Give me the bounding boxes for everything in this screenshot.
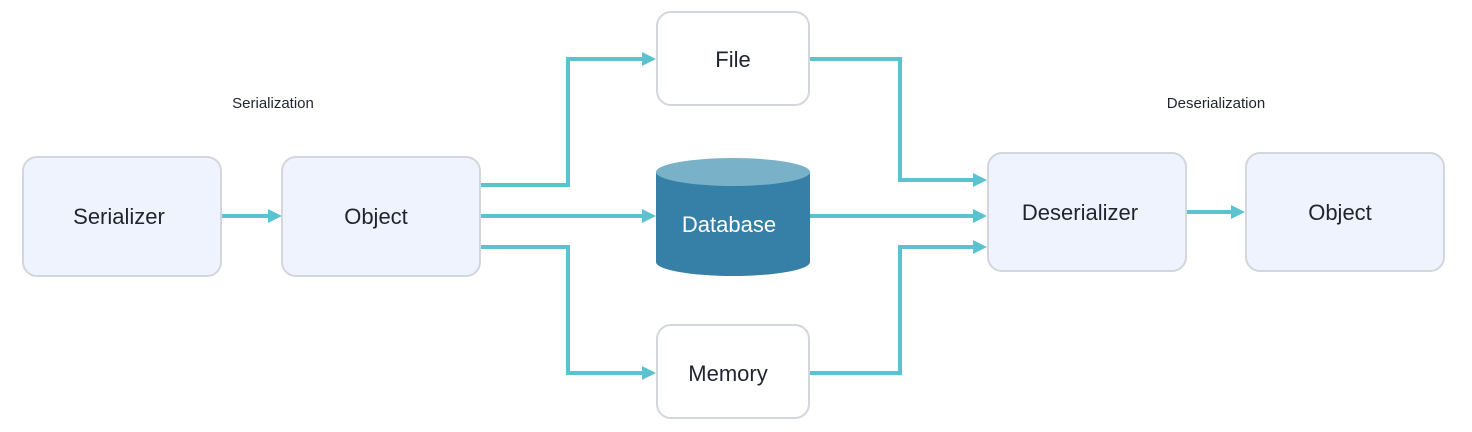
database-cylinder-body: [656, 172, 810, 276]
edge-file-to-deserializer: [810, 57, 973, 182]
arrowhead: [642, 209, 656, 223]
database-cylinder-top: [656, 158, 810, 186]
object-node-left: Object: [281, 156, 481, 277]
object-label-left: Object: [344, 204, 408, 229]
memory-label: Memory: [688, 361, 767, 386]
file-node: File: [656, 11, 810, 106]
edge-memory-to-deserializer: [810, 245, 973, 375]
serializer-label: Serializer: [73, 204, 165, 229]
edge-object-to-memory: [481, 245, 642, 375]
arrowhead: [642, 52, 656, 66]
object-node-right: Object: [1245, 152, 1445, 272]
edges: [222, 52, 1245, 380]
deserialization-label: Deserialization: [1167, 95, 1265, 112]
file-box: [656, 11, 810, 106]
edge-object-to-file: [481, 57, 642, 187]
serializer-node: Serializer: [22, 156, 222, 277]
deserializer-node: Deserializer: [987, 152, 1187, 272]
memory-node: Memory: [656, 324, 810, 419]
arrowhead: [973, 240, 987, 254]
object-box-right: [1245, 152, 1445, 272]
database-label: Database: [682, 212, 776, 237]
serializer-box: [22, 156, 222, 277]
arrowhead: [1231, 205, 1245, 219]
database-node: Database: [656, 158, 810, 276]
arrowhead: [642, 366, 656, 380]
serialization-label: Serialization: [232, 95, 314, 112]
memory-box: [656, 324, 810, 419]
object-label-right: Object: [1308, 200, 1372, 225]
object-box-left: [281, 156, 481, 277]
arrowhead: [973, 209, 987, 223]
deserializer-box: [987, 152, 1187, 272]
arrowhead: [973, 173, 987, 187]
arrowhead: [268, 209, 282, 223]
file-label: File: [715, 47, 750, 72]
deserializer-label: Deserializer: [1022, 200, 1138, 225]
